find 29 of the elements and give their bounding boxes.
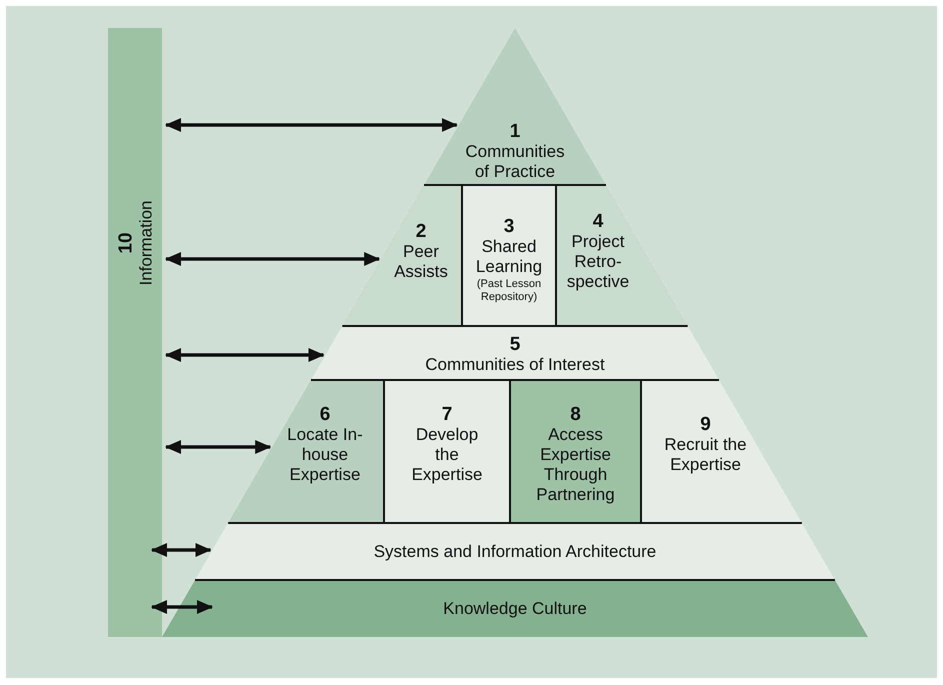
tier-number: 9 — [700, 414, 711, 434]
tier-label: Develop the Expertise — [410, 424, 484, 484]
double-arrow — [151, 543, 212, 557]
tier-number: 8 — [570, 404, 581, 425]
tier-label: Locate In-house Expertise — [286, 424, 364, 484]
tier-number: 10 — [114, 232, 136, 254]
tier-label: Systems and Information Architecture — [374, 542, 656, 562]
tier-number: 7 — [442, 404, 452, 424]
tier-label: Communities of Practice — [464, 142, 566, 182]
tier-label: Information — [136, 200, 156, 286]
tier-label: Communities of Interest — [425, 354, 605, 374]
double-arrow — [165, 440, 272, 454]
tier-number: 3 — [504, 216, 514, 237]
double-arrow — [165, 252, 380, 266]
tier-number: 2 — [416, 220, 426, 242]
tier-note: (Past Lesson Repository) — [476, 278, 542, 304]
tier-label: Shared Learning — [474, 237, 544, 277]
tier-number: 5 — [510, 334, 520, 354]
double-arrow — [151, 600, 213, 614]
tier-label: Peer Assists — [393, 242, 449, 282]
double-arrow — [165, 348, 324, 362]
tier-number: 6 — [320, 404, 330, 424]
tier-label: Recruit the Expertise — [664, 434, 748, 474]
tier-label: Access Expertise Through Partnering — [535, 425, 616, 505]
tier-label: Knowledge Culture — [443, 598, 587, 618]
tier-number: 1 — [510, 121, 520, 142]
double-arrow — [165, 118, 458, 132]
tier-number: 4 — [592, 210, 604, 232]
tier-label: Project Retro-spective — [566, 232, 630, 292]
